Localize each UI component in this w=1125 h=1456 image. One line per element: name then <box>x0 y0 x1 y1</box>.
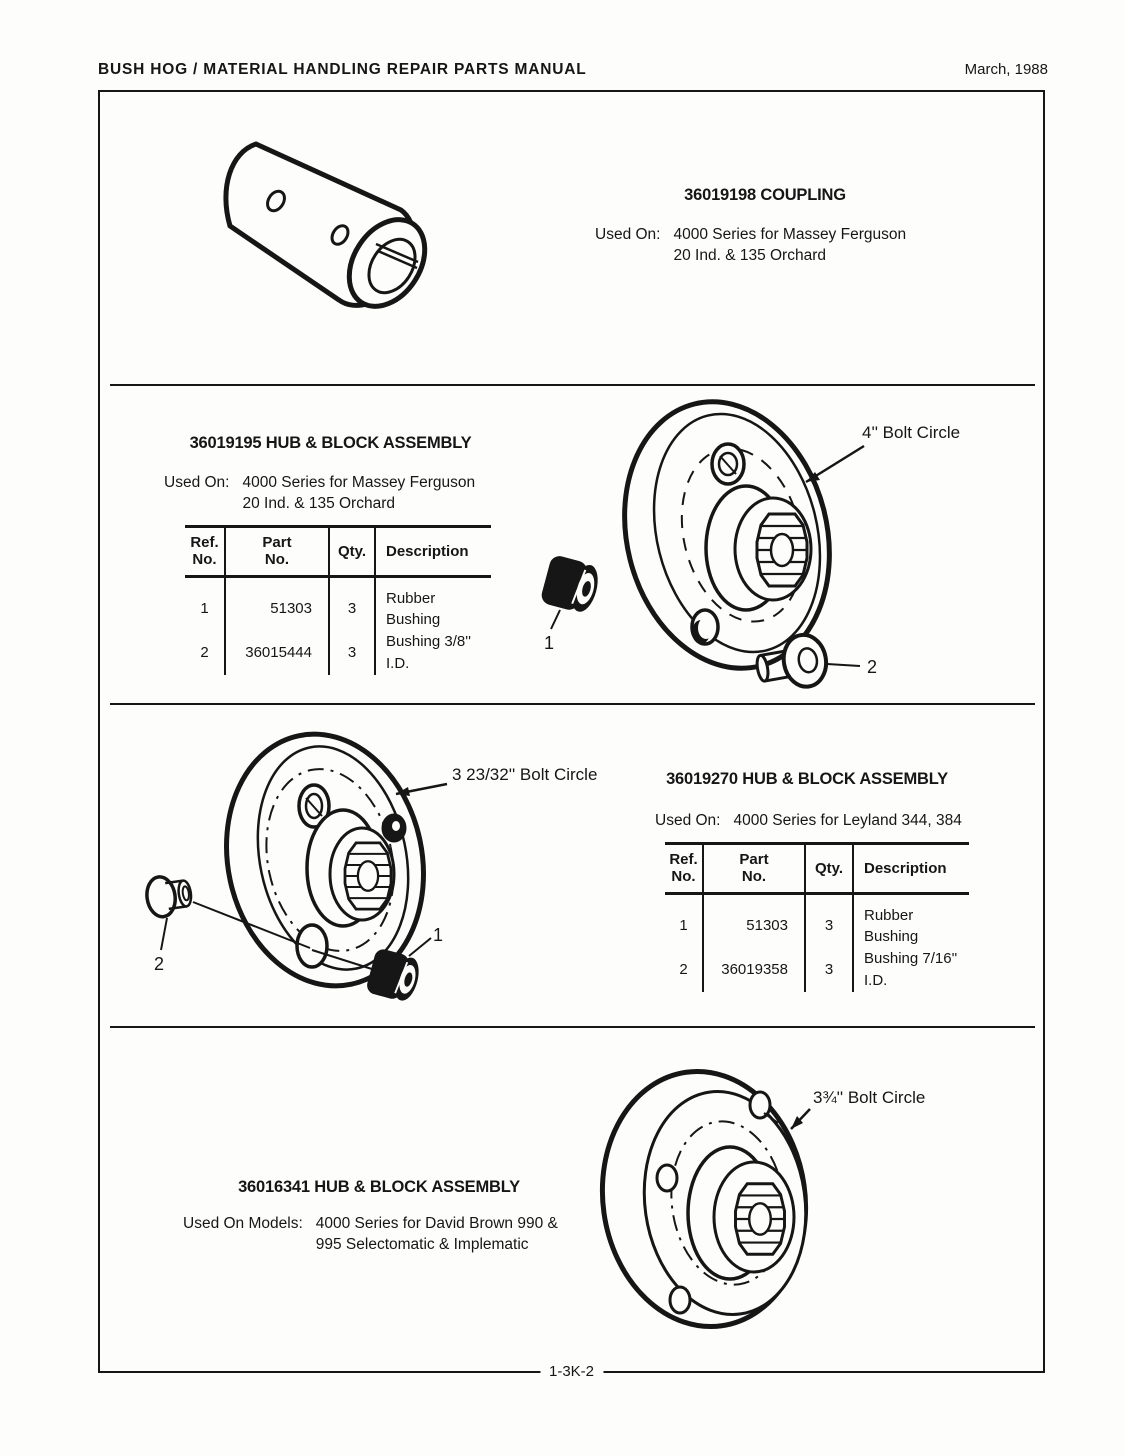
issue-date: March, 1988 <box>964 61 1048 78</box>
bolt-circle-callout: 3 23/32'' Bolt Circle <box>452 765 597 784</box>
qty: 3 <box>805 893 854 948</box>
used-on-line: 4000 Series for Massey Ferguson <box>673 226 907 243</box>
arrowhead-icon <box>791 1116 803 1129</box>
page-number: 1-3K-2 <box>539 1361 604 1383</box>
rubber-bushing-part <box>367 949 419 1001</box>
hub195-drawing: 4'' Bolt Circle 1 2 <box>541 399 960 689</box>
arrowhead-icon <box>396 787 410 796</box>
hub195-used-on: Used On: 4000 Series for Massey Ferguson… <box>164 472 475 514</box>
qty: 3 <box>329 631 376 675</box>
used-on-label: Used On: <box>655 812 721 829</box>
part-no: 51303 <box>703 893 806 948</box>
flange-hole <box>748 1090 779 1124</box>
rubber-bushing-part <box>541 556 598 612</box>
qty: 3 <box>805 948 854 992</box>
ref-no: 2 <box>665 948 704 992</box>
flange-hole <box>655 1163 679 1193</box>
hub341-drawing: 3¾'' Bolt Circle <box>599 1068 925 1330</box>
part-no: 51303 <box>225 576 330 631</box>
table-row: 2 36019358 3 Bushing 7/16'' I.D. <box>665 948 969 992</box>
flange-hole <box>690 608 720 646</box>
spline-bore <box>755 512 809 588</box>
qty: 3 <box>329 576 376 631</box>
hub341-title: 36016341 HUB & BLOCK ASSEMBLY <box>238 1178 520 1196</box>
ref-callout-1: 1 <box>544 633 554 653</box>
coupling-title: 36019198 COUPLING <box>684 186 846 204</box>
used-on-line: 995 Selectomatic & Implematic <box>315 1236 529 1253</box>
col-part-no: Part No. <box>703 843 806 895</box>
ref-callout-2: 2 <box>867 657 877 677</box>
leader-line <box>160 917 168 951</box>
manual-header-title: BUSH HOG / MATERIAL HANDLING REPAIR PART… <box>98 61 587 78</box>
hub270-parts-table: Ref. No. Part No. Qty. Description 1 513… <box>665 842 969 992</box>
leader-line <box>192 901 311 949</box>
section-divider <box>110 703 1035 705</box>
bolt-circle-callout: 4'' Bolt Circle <box>862 423 960 442</box>
leader-line <box>550 609 561 630</box>
hub270-drawing: 3 23/32'' Bolt Circle 1 2 <box>145 731 597 1001</box>
section-divider <box>110 1026 1035 1028</box>
part-no: 36019358 <box>703 948 806 992</box>
used-on-line: 20 Ind. & 135 Orchard <box>242 495 395 512</box>
flange-hole <box>668 1285 692 1315</box>
ref-no: 1 <box>665 893 704 948</box>
leader-line <box>408 937 432 957</box>
hub341-used-on: Used On Models: 4000 Series for David Br… <box>183 1213 558 1255</box>
col-qty: Qty. <box>805 843 854 895</box>
arrowhead-icon <box>806 472 820 482</box>
bushing-part <box>755 632 829 689</box>
table-header-row: Ref. No. Part No. Qty. Description <box>185 526 491 578</box>
section-divider <box>110 384 1035 386</box>
flange-hole <box>295 923 329 969</box>
hub270-used-on: Used On: 4000 Series for Leyland 344, 38… <box>655 810 962 831</box>
used-on-line: 4000 Series for David Brown 990 & <box>315 1215 558 1232</box>
part-no: 36015444 <box>225 631 330 675</box>
ref-callout-2: 2 <box>154 954 164 974</box>
bushing-part <box>145 875 193 919</box>
description: Bushing 3/8'' I.D. <box>386 633 471 672</box>
spline-bore <box>343 841 393 911</box>
hub195-title: 36019195 HUB & BLOCK ASSEMBLY <box>189 434 472 452</box>
hub270-title: 36019270 HUB & BLOCK ASSEMBLY <box>666 770 948 788</box>
ref-callout-1: 1 <box>433 925 443 945</box>
table-header-row: Ref. No. Part No. Qty. Description <box>665 843 969 895</box>
coupling-drawing <box>223 141 428 309</box>
coupling-used-on: Used On: 4000 Series for Massey Ferguson… <box>595 224 906 266</box>
ref-no: 1 <box>185 576 226 631</box>
bolt-circle-dashed <box>265 768 395 952</box>
description: Rubber Bushing <box>864 906 919 946</box>
page-frame: 36019198 COUPLING Used On: 4000 Series f… <box>98 90 1045 1383</box>
description: Bushing 7/16'' I.D. <box>864 950 958 989</box>
used-on-line: 4000 Series for Massey Ferguson <box>242 474 476 491</box>
col-qty: Qty. <box>329 526 376 578</box>
used-on-label: Used On: <box>164 474 230 491</box>
col-ref-no: Ref. No. <box>185 526 226 578</box>
table-row: 1 51303 3 Rubber Bushing <box>665 893 969 948</box>
coupling-body <box>223 141 428 309</box>
leader-line <box>311 949 376 971</box>
hub195-parts-table: Ref. No. Part No. Qty. Description 1 513… <box>185 525 491 675</box>
description: Rubber Bushing <box>386 589 441 629</box>
leader-line <box>826 663 861 667</box>
table-row: 2 36015444 3 Bushing 3/8'' I.D. <box>185 631 491 675</box>
col-part-no: Part No. <box>225 526 330 578</box>
spline-bore <box>734 1182 786 1256</box>
flange-hole <box>381 813 407 843</box>
table-row: 1 51303 3 Rubber Bushing <box>185 576 491 631</box>
flange-hole-bushing <box>710 442 746 486</box>
col-description: Description <box>375 526 491 578</box>
used-on-line: 4000 Series for Leyland 344, 384 <box>733 812 962 829</box>
col-ref-no: Ref. No. <box>665 843 704 895</box>
flange-hole-bushing <box>297 783 331 829</box>
used-on-line: 20 Ind. & 135 Orchard <box>673 247 826 264</box>
used-on-label: Used On Models: <box>183 1215 303 1232</box>
ref-no: 2 <box>185 631 226 675</box>
used-on-label: Used On: <box>595 226 661 243</box>
col-description: Description <box>853 843 969 895</box>
bolt-circle-callout: 3¾'' Bolt Circle <box>813 1088 925 1107</box>
